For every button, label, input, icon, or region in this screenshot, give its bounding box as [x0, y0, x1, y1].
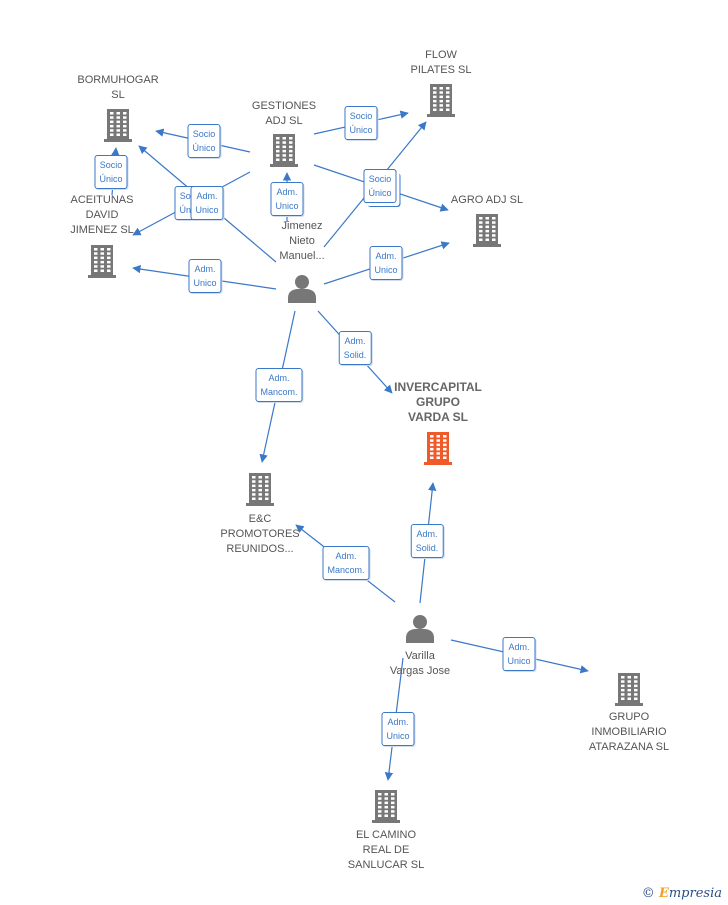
edge-label-jimenez-flow[interactable]: Socio Único: [363, 169, 397, 203]
edge-label-jimenez-aceitunas[interactable]: Adm. Unico: [188, 259, 222, 293]
building-icon[interactable]: [269, 133, 299, 172]
copyright-icon: ©: [641, 886, 655, 901]
person-icon[interactable]: [287, 273, 317, 308]
building-icon[interactable]: [87, 244, 117, 283]
edge-label-gestiones-flow[interactable]: Socio Único: [344, 106, 378, 140]
company-label-ec[interactable]: E&C PROMOTORES REUNIDOS...: [220, 513, 300, 555]
building-icon[interactable]: [472, 213, 502, 252]
building-icon[interactable]: [614, 672, 644, 711]
edge-label-varilla-invercapital[interactable]: Adm. Solid.: [410, 524, 444, 558]
building-icon[interactable]: [426, 83, 456, 122]
company-label-aceitunas[interactable]: ACEITUNAS DAVID JIMENEZ SL: [70, 194, 134, 236]
edge-label-gestiones-bormuhogar[interactable]: Socio Único: [187, 124, 221, 158]
edge-label-jimenez-invercapital[interactable]: Adm. Solid.: [338, 331, 372, 365]
company-label-bormuhogar[interactable]: BORMUHOGAR SL: [77, 74, 159, 101]
edge-label-jimenez-gestiones[interactable]: Adm. Unico: [270, 182, 304, 216]
building-icon[interactable]: [371, 789, 401, 828]
person-icon[interactable]: [405, 613, 435, 648]
company-label-flow[interactable]: FLOW PILATES SL: [410, 49, 472, 76]
building-icon[interactable]: [245, 472, 275, 511]
edge-label-varilla-camino[interactable]: Adm. Unico: [381, 712, 415, 746]
company-label-grupo[interactable]: GRUPO INMOBILIARIO ATARAZANA SL: [588, 711, 670, 753]
building-icon[interactable]: [423, 431, 453, 470]
person-label-varilla[interactable]: Varilla Vargas Jose: [389, 650, 451, 677]
building-icon[interactable]: [103, 108, 133, 147]
company-label-invercapital[interactable]: INVERCAPITAL GRUPO VARDA SL: [394, 380, 482, 424]
person-label-jimenez[interactable]: Jimenez Nieto Manuel...: [279, 220, 325, 262]
brand-name: mpresia: [668, 886, 722, 901]
brand-initial: E: [658, 886, 669, 901]
edge-label-varilla-grupo[interactable]: Adm. Unico: [502, 637, 536, 671]
company-label-gestiones[interactable]: GESTIONES ADJ SL: [251, 100, 317, 127]
edge-label-aceitunas-bormuhogar[interactable]: Socio Único: [94, 155, 128, 189]
company-label-agro[interactable]: AGRO ADJ SL: [450, 194, 524, 206]
edge-label-varilla-ec[interactable]: Adm. Mancom.: [322, 546, 370, 580]
edge-label-jimenez-ec[interactable]: Adm. Mancom.: [255, 368, 303, 402]
edge-label-jimenez-bormuhogar[interactable]: Adm. Unico: [190, 186, 224, 220]
company-label-camino[interactable]: EL CAMINO REAL DE SANLUCAR SL: [347, 829, 425, 871]
edge-label-jimenez-agro[interactable]: Adm. Unico: [369, 246, 403, 280]
brand-logo: © Empresia: [642, 886, 722, 901]
